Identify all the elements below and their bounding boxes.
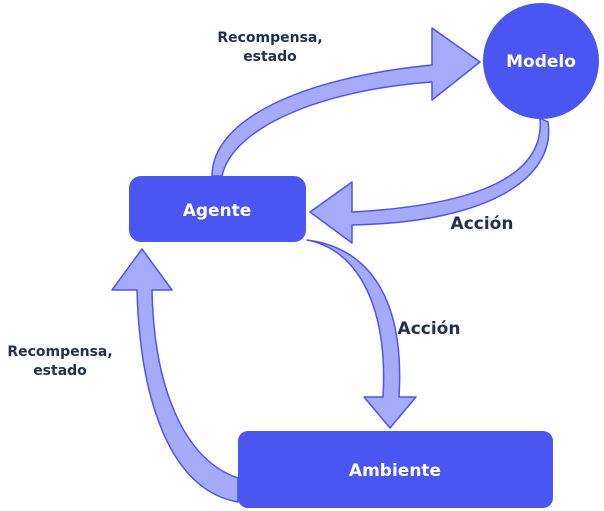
node-ambiente	[238, 431, 553, 508]
arrow-modelo-to-agente	[309, 117, 550, 244]
arrow-agente-to-modelo	[211, 27, 481, 177]
edge-label-agente-modelo-line1: Recompensa,	[217, 30, 322, 46]
node-modelo	[483, 3, 599, 119]
arrow-agente-to-ambiente	[306, 239, 417, 429]
node-agente-label: Agente	[183, 201, 252, 221]
arrow-ambiente-to-agente	[111, 248, 239, 503]
edge-label-agente-ambiente: Acción	[398, 319, 461, 339]
edge-label-modelo-agente: Acción	[451, 214, 514, 234]
node-ambiente-label: Ambiente	[349, 461, 441, 481]
node-agente	[129, 176, 306, 242]
edge-label-ambiente-agente-line1: Recompensa,	[7, 344, 112, 360]
edge-label-ambiente-agente-line2: estado	[33, 363, 87, 379]
edge-label-agente-modelo-line2: estado	[243, 49, 297, 65]
node-modelo-label: Modelo	[506, 52, 576, 72]
